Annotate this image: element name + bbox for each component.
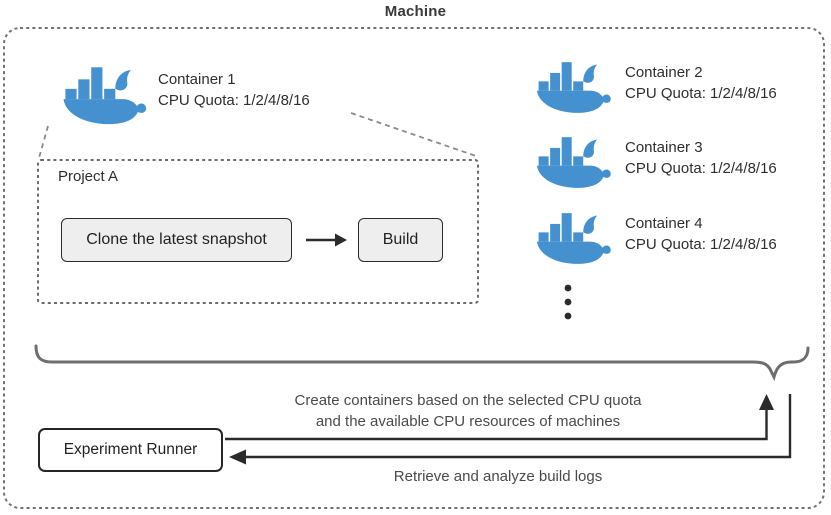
container-3-label: Container 3 CPU Quota: 1/2/4/8/16 (625, 137, 777, 179)
retrieve-logs-arrow (229, 394, 792, 465)
retrieve-logs-annotation: Retrieve and analyze build logs (393, 468, 603, 485)
container-cpu-quota: CPU Quota: 1/2/4/8/16 (158, 92, 310, 109)
clone-step-box: Clone the latest snapshot (61, 218, 292, 262)
container-cpu-quota: CPU Quota: 1/2/4/8/16 (625, 85, 777, 102)
build-step-box: Build (358, 218, 443, 262)
create-containers-annotation: Create containers based on the selected … (233, 390, 703, 432)
container-name: Container 3 (625, 139, 703, 156)
vertical-ellipsis-icon (564, 284, 572, 320)
expansion-line-left (38, 125, 49, 159)
docker-icon (537, 137, 611, 188)
containers-brace (34, 344, 810, 382)
machine-title: Machine (384, 3, 447, 20)
container-name: Container 4 (625, 215, 703, 232)
docker-icon (537, 62, 611, 113)
project-a-boundary (37, 159, 479, 304)
container-4-label: Container 4 CPU Quota: 1/2/4/8/16 (625, 213, 777, 255)
right-arrow-icon (306, 233, 347, 247)
container-name: Container 2 (625, 64, 703, 81)
experiment-runner-label: Experiment Runner (63, 441, 198, 458)
annotation-line: Create containers based on the selected … (294, 392, 642, 409)
annotation-line: and the available CPU resources of machi… (315, 413, 621, 430)
project-a-title: Project A (58, 168, 119, 185)
machine-boundary (3, 27, 825, 509)
container-2-label: Container 2 CPU Quota: 1/2/4/8/16 (625, 62, 777, 104)
container-1-label: Container 1 CPU Quota: 1/2/4/8/16 (158, 69, 310, 111)
container-cpu-quota: CPU Quota: 1/2/4/8/16 (625, 160, 777, 177)
container-name: Container 1 (158, 71, 236, 88)
create-containers-arrow (225, 394, 774, 441)
docker-icon (537, 213, 611, 264)
clone-step-label: Clone the latest snapshot (86, 231, 267, 248)
experiment-runner-box: Experiment Runner (38, 428, 223, 472)
container-cpu-quota: CPU Quota: 1/2/4/8/16 (625, 236, 777, 253)
expansion-line-right (350, 112, 477, 157)
build-step-label: Build (382, 231, 419, 248)
docker-icon (63, 67, 147, 125)
